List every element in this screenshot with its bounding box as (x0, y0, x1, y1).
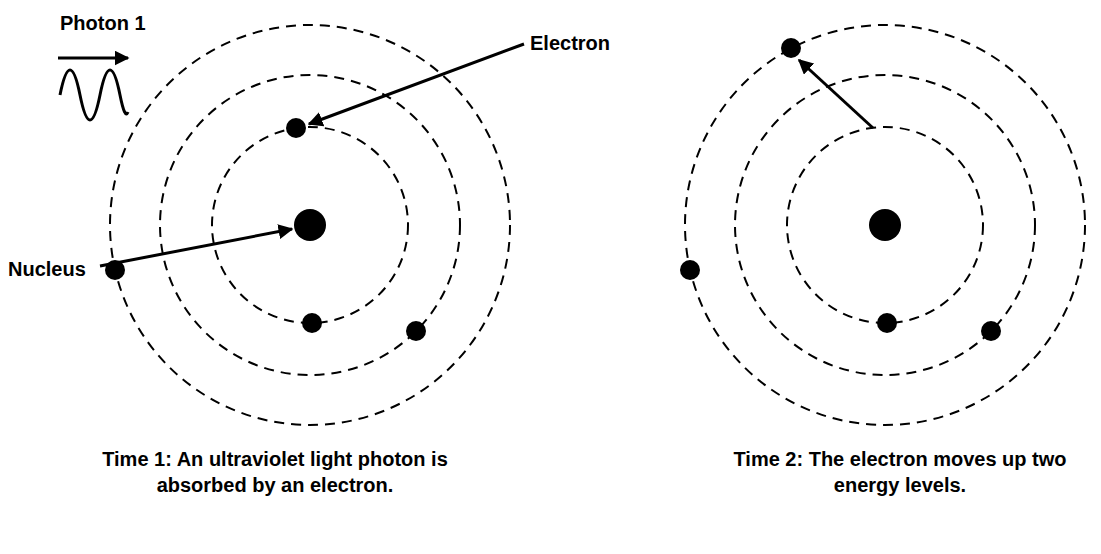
energy-level (110, 25, 510, 425)
atom-time-2 (685, 25, 1085, 425)
electron (286, 118, 306, 138)
electron (406, 321, 426, 341)
leader-line (100, 229, 292, 266)
caption-text: Time 2: The electron moves up two energy… (725, 446, 1075, 498)
electron (680, 260, 700, 280)
transition-arrow (799, 60, 873, 128)
energy-level (787, 127, 983, 323)
energy-level (160, 75, 460, 375)
caption-text: Time 1: An ultraviolet light photon is a… (60, 446, 490, 498)
part-label: Electron (530, 30, 610, 56)
electron (877, 313, 897, 333)
part-label: Nucleus (8, 256, 86, 282)
photon-wave (60, 70, 128, 120)
nucleus (869, 209, 901, 241)
electron (302, 313, 322, 333)
energy-level (212, 127, 408, 323)
nucleus (294, 209, 326, 241)
photon-arrow (58, 57, 128, 60)
leader-line (309, 44, 524, 124)
energy-level (735, 75, 1035, 375)
electron (981, 321, 1001, 341)
atom-time-1 (110, 25, 510, 425)
energy-level (685, 25, 1085, 425)
electron (781, 38, 801, 58)
photon-label: Photon 1 (60, 10, 146, 36)
